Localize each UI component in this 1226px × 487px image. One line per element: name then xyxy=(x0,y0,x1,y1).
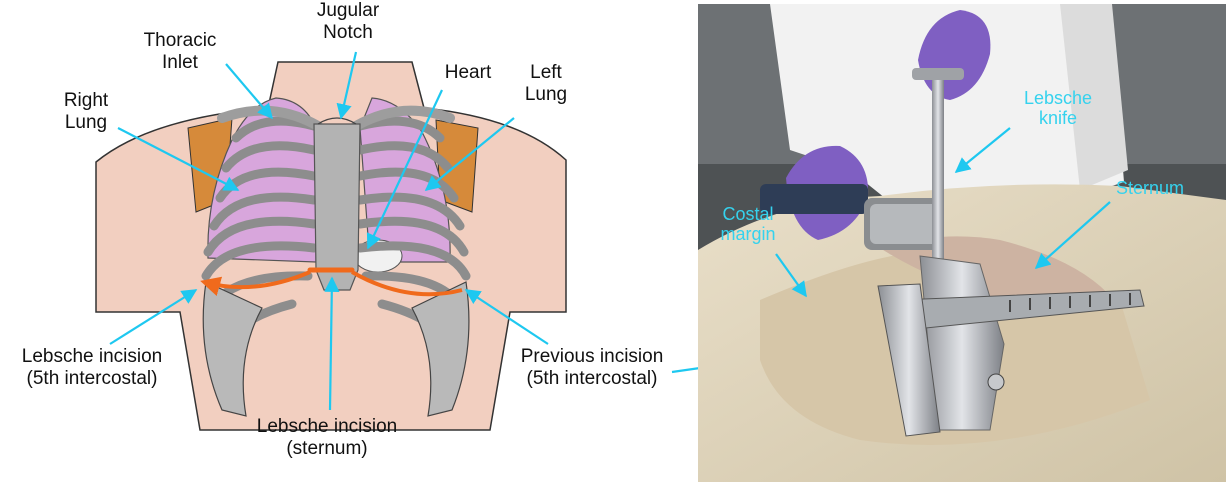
left-lung-line-1: Left xyxy=(530,62,562,83)
left-clavicle xyxy=(351,105,455,131)
heart-arrow xyxy=(366,89,443,250)
right-lung-line-1: Right xyxy=(63,90,109,111)
lebsche-sternum-line-2: (sternum) xyxy=(286,438,368,459)
sternum-label: Sternum xyxy=(1100,178,1200,198)
left-ribs xyxy=(355,116,471,355)
costal-margin-arrow xyxy=(775,253,807,298)
thoracic-inlet-arrow xyxy=(225,63,273,120)
lebsche-5th-line-1: Lebsche incision xyxy=(21,346,163,367)
lebsche-5th-label: Lebsche incision (5th intercostal) xyxy=(0,346,184,390)
lebsche-knife-line-2: knife xyxy=(1038,108,1078,128)
left-costal-margin xyxy=(411,281,470,417)
lebsche-sternum-arrow xyxy=(324,276,340,411)
chest-illustration xyxy=(95,61,567,431)
right-lung-label: Right Lung xyxy=(48,90,124,134)
lebsche-sternum-line-1: Lebsche incision xyxy=(256,416,398,437)
jugular-notch-label: Jugular Notch xyxy=(306,0,390,44)
dissection-photo xyxy=(698,4,1226,482)
left-lung-label: Left Lung xyxy=(516,62,576,106)
right-lung-arrow xyxy=(117,127,240,191)
lebsche-sternum-label: Lebsche incision (sternum) xyxy=(222,416,432,460)
thoracic-inlet-line-2: Inlet xyxy=(162,52,198,73)
photo-arrows xyxy=(775,127,1111,298)
knife-arrow xyxy=(954,127,1011,173)
jugular-notch-arrow xyxy=(336,51,358,120)
right-lebsche-incision xyxy=(200,270,311,296)
lebsche-5th-line-2: (5th intercostal) xyxy=(26,368,158,389)
previous-incision-arrow xyxy=(464,289,549,345)
heart-label: Heart xyxy=(430,62,506,84)
lebsche-knife-label: Lebsche knife xyxy=(1006,88,1110,128)
left-lebsche-incision xyxy=(351,270,463,297)
previous-incision-line-1: Previous incision xyxy=(520,346,664,367)
lebsche-knife-line-1: Lebsche xyxy=(1023,88,1093,108)
thoracic-inlet-line-1: Thoracic xyxy=(143,30,217,51)
jugular-notch-line-2: Notch xyxy=(323,22,373,43)
sternum-arrow xyxy=(1034,201,1111,270)
costal-margin-line-1: Costal xyxy=(722,204,774,224)
left-lung-line-2: Lung xyxy=(524,84,568,105)
sternum-text: Sternum xyxy=(1115,178,1185,198)
sternum-bone xyxy=(313,123,361,291)
rib-retractor xyxy=(877,283,1145,437)
mallet xyxy=(760,184,944,250)
lebsche-5th-arrow xyxy=(109,289,198,345)
right-lung-line-2: Lung xyxy=(64,112,108,133)
costal-margin-label: Costal margin xyxy=(710,204,786,244)
previous-incision-line-2: (5th intercostal) xyxy=(526,368,658,389)
thoracic-inlet-label: Thoracic Inlet xyxy=(134,30,226,74)
right-costal-margin xyxy=(202,281,263,417)
jugular-notch-line-1: Jugular xyxy=(316,0,380,21)
previous-incision-label: Previous incision (5th intercostal) xyxy=(492,346,692,390)
costal-margin-line-2: margin xyxy=(720,224,776,244)
heart-text: Heart xyxy=(444,62,492,83)
left-lung-arrow xyxy=(424,117,515,191)
